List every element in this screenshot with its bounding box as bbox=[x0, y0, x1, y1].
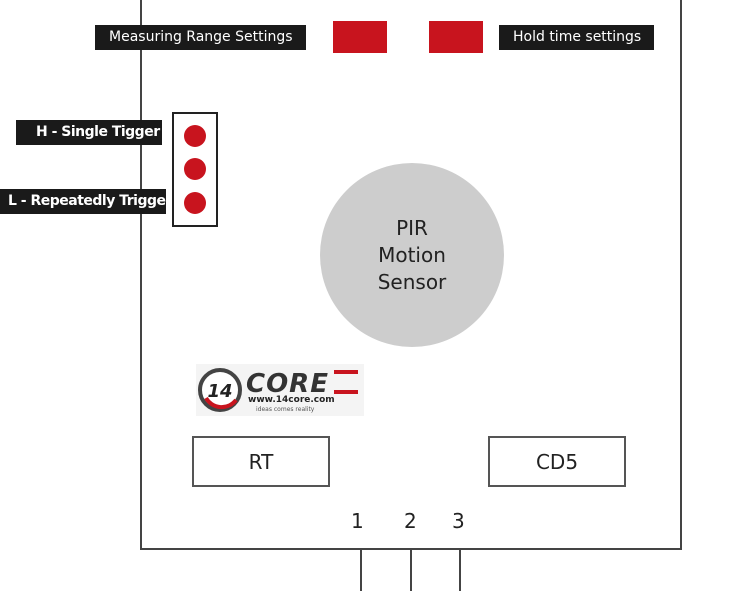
range-potentiometer[interactable] bbox=[333, 21, 387, 53]
pin-number-3: 3 bbox=[452, 509, 465, 533]
hold-time-label: Hold time settings bbox=[499, 25, 654, 50]
logo-tagline: ideas comes reality bbox=[256, 406, 315, 413]
pin-number-2: 2 bbox=[404, 509, 417, 533]
sensor-label-line3: Sensor bbox=[377, 269, 447, 294]
h-trigger-label: H - Single Tigger bbox=[16, 120, 162, 145]
jumper-pin-l bbox=[184, 192, 206, 214]
pin-lead-2 bbox=[410, 550, 412, 591]
pin-lead-3 bbox=[459, 550, 461, 591]
jumper-pin-common bbox=[184, 158, 206, 180]
sensor-label-line1: PIR bbox=[396, 215, 428, 240]
logo-word: CORE bbox=[246, 369, 329, 399]
cd5-component: CD5 bbox=[488, 436, 626, 487]
hold-time-potentiometer[interactable] bbox=[429, 21, 483, 53]
logo-url: www.14core.com bbox=[248, 395, 335, 405]
sensor-board bbox=[140, 0, 682, 550]
logo-mark: 14 bbox=[207, 381, 232, 402]
pin-number-1: 1 bbox=[351, 509, 364, 533]
measuring-range-label: Measuring Range Settings bbox=[95, 25, 306, 50]
14core-logo: 14 CORE www.14core.com ideas comes reali… bbox=[196, 364, 364, 416]
pir-sensor: PIR Motion Sensor bbox=[320, 163, 504, 347]
rt-component: RT bbox=[192, 436, 330, 487]
pin-lead-1 bbox=[360, 550, 362, 591]
trigger-jumper[interactable] bbox=[172, 112, 218, 227]
jumper-pin-h bbox=[184, 125, 206, 147]
l-trigger-label: L - Repeatedly Trigger bbox=[0, 189, 172, 214]
sensor-label-line2: Motion bbox=[378, 242, 446, 267]
